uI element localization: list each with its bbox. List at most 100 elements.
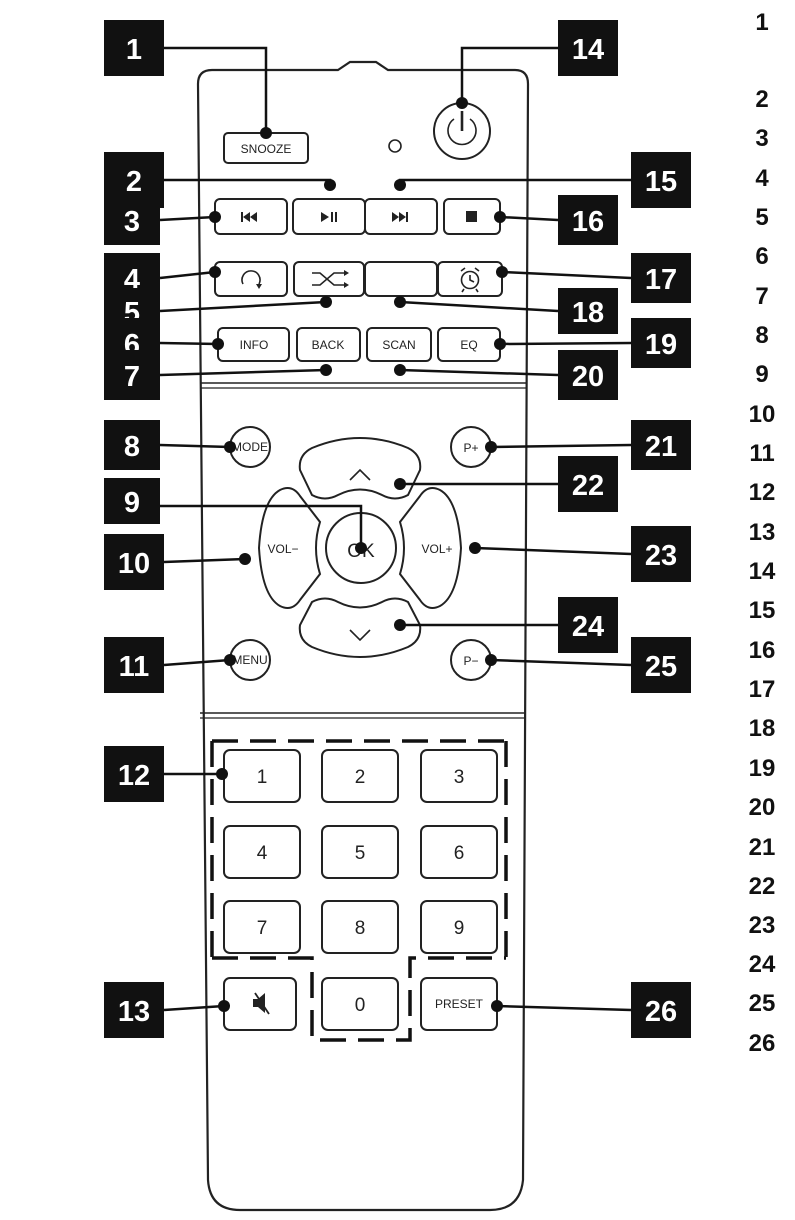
eq-button[interactable]: EQ — [437, 327, 501, 362]
leader-dot-17 — [496, 266, 508, 278]
callout-number: 19 — [645, 329, 677, 361]
leader-dot-3 — [209, 211, 221, 223]
leader-dot-15 — [394, 179, 406, 191]
leader-line-7 — [159, 368, 327, 377]
callout-7: 7 — [104, 350, 160, 400]
chevron-up-icon — [349, 468, 371, 481]
leader-line-13 — [163, 1004, 225, 1012]
leader-dot-13 — [218, 1000, 230, 1012]
keypad-key-5[interactable]: 5 — [321, 825, 399, 879]
keypad-key-4[interactable]: 4 — [223, 825, 301, 879]
leader-dot-25 — [485, 654, 497, 666]
leader-dot-10 — [239, 553, 251, 565]
index-number-22: 22 — [749, 873, 776, 900]
leader-line-19 — [499, 341, 632, 346]
callout-11: 11 — [104, 637, 164, 693]
mode-button[interactable]: MODE — [229, 426, 271, 468]
keypad-key-6[interactable]: 6 — [420, 825, 498, 879]
repeat-icon — [241, 270, 262, 289]
back-button[interactable]: BACK — [296, 327, 361, 362]
snooze-button[interactable]: SNOOZE — [223, 132, 309, 164]
stop-button[interactable] — [443, 198, 501, 235]
callout-number: 24 — [572, 611, 604, 643]
keypad-key-7[interactable]: 7 — [223, 900, 301, 954]
keypad-key-label: 4 — [257, 843, 268, 864]
mute-button[interactable] — [223, 977, 297, 1031]
leader-dot-6 — [212, 338, 224, 350]
callout-number: 2 — [126, 166, 142, 198]
callout-number: 3 — [124, 206, 140, 238]
vol-plus-button[interactable]: VOL+ — [398, 487, 463, 609]
index-number-18: 18 — [749, 715, 776, 742]
callout-8: 8 — [104, 420, 160, 470]
vol-minus-button[interactable]: VOL− — [257, 487, 322, 609]
index-number-2: 2 — [755, 86, 768, 113]
callout-number: 14 — [572, 34, 604, 66]
callout-12: 12 — [104, 746, 164, 802]
back-label: BACK — [312, 338, 345, 352]
scan-button[interactable]: SCAN — [366, 327, 432, 362]
index-number-7: 7 — [755, 283, 768, 310]
sleep-button[interactable] — [364, 261, 438, 297]
p-minus-button[interactable]: P− — [450, 639, 492, 681]
leader-lines — [159, 46, 632, 1012]
preset-button[interactable]: PRESET — [420, 977, 498, 1031]
index-number-5: 5 — [755, 204, 768, 231]
chevron-down-icon — [349, 629, 371, 642]
keypad-key-2[interactable]: 2 — [321, 749, 399, 803]
previous-track-button[interactable] — [214, 198, 288, 235]
index-number-21: 21 — [749, 834, 776, 861]
mode-label: MODE — [232, 440, 268, 454]
keypad-key-0[interactable]: 0 — [321, 977, 399, 1031]
index-number-12: 12 — [749, 479, 776, 506]
leader-line-10 — [163, 557, 246, 564]
alarm-button[interactable] — [437, 261, 503, 297]
keypad-key-8[interactable]: 8 — [321, 900, 399, 954]
callout-21: 21 — [631, 420, 691, 470]
index-number-20: 20 — [749, 794, 776, 821]
info-button[interactable]: INFO — [217, 327, 290, 362]
nav-up-button[interactable] — [298, 437, 422, 500]
leader-dot-22 — [394, 478, 406, 490]
callout-18: 18 — [558, 288, 618, 334]
callout-number: 15 — [645, 166, 677, 198]
shuffle-button[interactable] — [293, 261, 365, 297]
callout-16: 16 — [558, 195, 618, 245]
leader-dot-5 — [320, 296, 332, 308]
power-button[interactable] — [433, 102, 491, 160]
leader-dot-23 — [469, 542, 481, 554]
play-pause-icon — [321, 212, 337, 222]
callout-22: 22 — [558, 456, 618, 512]
leader-dot-26 — [491, 1000, 503, 1012]
keypad-key-3[interactable]: 3 — [420, 749, 498, 803]
leader-line-16 — [499, 215, 559, 222]
callout-number: 10 — [118, 548, 150, 580]
index-number-1: 1 — [755, 9, 768, 36]
leader-dot-7 — [320, 364, 332, 376]
keypad-key-label: 6 — [454, 843, 465, 864]
keypad-key-1[interactable]: 1 — [223, 749, 301, 803]
leader-dot-21 — [485, 441, 497, 453]
p-plus-button[interactable]: P+ — [450, 426, 492, 468]
callout-9: 9 — [104, 478, 160, 524]
vol-plus-label: VOL+ — [421, 542, 452, 556]
index-number-3: 3 — [755, 125, 768, 152]
leader-line-4 — [159, 270, 216, 280]
keypad-key-label: 1 — [257, 767, 268, 788]
p-minus-label: P− — [463, 654, 478, 668]
next-track-button[interactable] — [364, 198, 438, 235]
repeat-button[interactable] — [214, 261, 288, 297]
keypad-key-label: 5 — [355, 843, 366, 864]
callout-number: 26 — [645, 996, 677, 1028]
index-number-6: 6 — [755, 243, 768, 270]
keypad-key-9[interactable]: 9 — [420, 900, 498, 954]
index-number-17: 17 — [749, 676, 776, 703]
callout-10: 10 — [104, 534, 164, 590]
index-number-14: 14 — [749, 558, 776, 585]
info-label: INFO — [240, 338, 269, 352]
menu-label: MENU — [232, 653, 267, 667]
play-pause-button[interactable] — [292, 198, 366, 235]
eq-label: EQ — [460, 338, 477, 352]
next-track-icon — [392, 212, 408, 222]
callout-23: 23 — [631, 526, 691, 582]
